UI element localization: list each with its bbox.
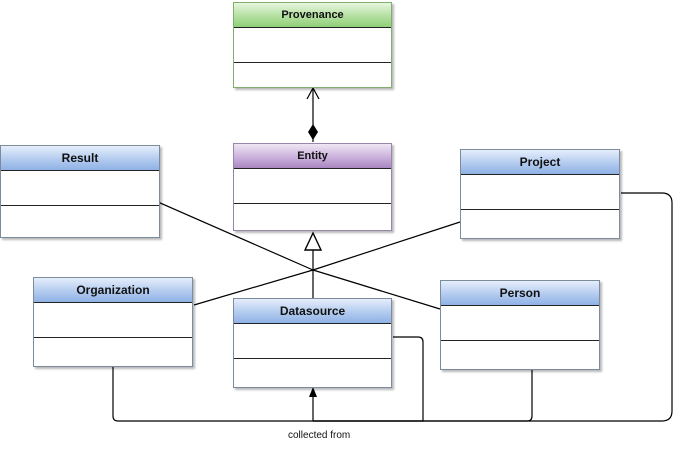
class-datasource[interactable]: Datasource xyxy=(233,298,392,388)
association-organization-datasource xyxy=(112,367,313,422)
class-entity[interactable]: Entity xyxy=(233,143,392,231)
class-name: Project xyxy=(461,150,619,175)
class-name: Entity xyxy=(234,144,391,169)
operations-compartment xyxy=(234,63,391,97)
operations-compartment xyxy=(441,341,599,375)
operations-compartment xyxy=(1,206,159,240)
generalization-triangle xyxy=(303,231,323,251)
class-name: Provenance xyxy=(234,3,391,28)
class-person[interactable]: Person xyxy=(440,280,600,370)
association-datasource-self xyxy=(313,336,424,422)
collected-from-label: collected from xyxy=(288,430,351,441)
class-name: Datasource xyxy=(234,299,391,324)
attributes-compartment xyxy=(234,169,391,204)
association-project-datasource xyxy=(313,192,673,422)
generalization-organization-entity xyxy=(193,269,314,306)
class-project[interactable]: Project xyxy=(460,149,620,239)
association-arrowhead xyxy=(309,387,317,397)
attributes-compartment xyxy=(234,324,391,359)
operations-compartment xyxy=(234,359,391,393)
operations-compartment xyxy=(461,210,619,244)
attributes-compartment xyxy=(441,306,599,341)
generalization-project-entity xyxy=(312,221,461,271)
association-edges xyxy=(112,192,673,422)
operations-compartment xyxy=(34,338,192,372)
class-result[interactable]: Result xyxy=(0,145,160,238)
attributes-compartment xyxy=(234,28,391,63)
attributes-compartment xyxy=(34,303,192,338)
generalization-person-entity xyxy=(312,269,441,310)
class-name: Organization xyxy=(34,278,192,303)
class-name: Person xyxy=(441,281,599,306)
operations-compartment xyxy=(234,204,391,238)
attributes-compartment xyxy=(1,171,159,206)
class-organization[interactable]: Organization xyxy=(33,277,193,367)
composition-diamond xyxy=(308,124,318,140)
attributes-compartment xyxy=(461,175,619,210)
class-provenance[interactable]: Provenance xyxy=(233,2,392,88)
class-name: Result xyxy=(1,146,159,171)
composition-edge-entity-provenance xyxy=(306,86,320,142)
